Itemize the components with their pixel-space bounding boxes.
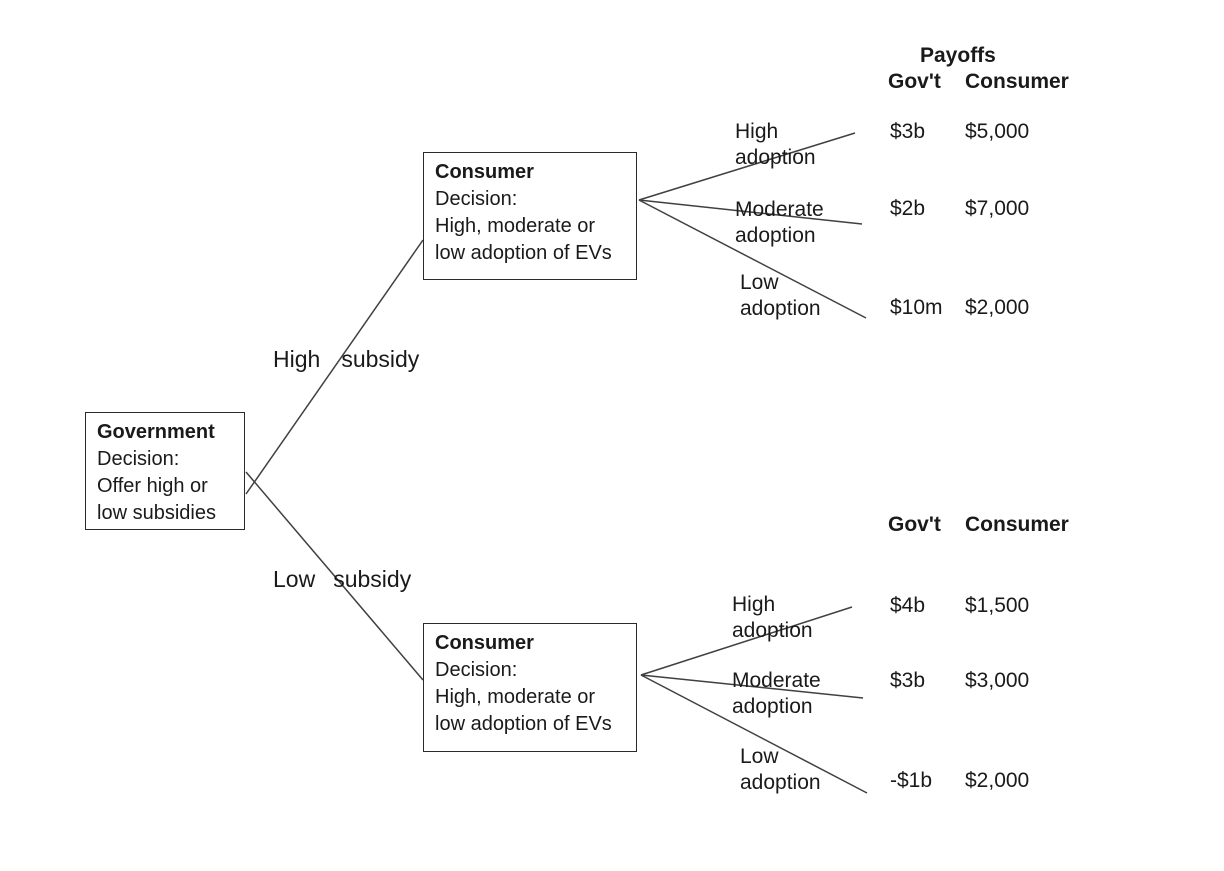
government-node-line: low subsidies: [97, 502, 216, 524]
payoff-consumer-top-3: $2,000: [965, 296, 1030, 319]
government-node-title: Government: [97, 421, 215, 443]
low-subsidy-word2: subsidy: [333, 566, 412, 592]
consumer-node-line: Decision:: [435, 659, 518, 681]
govt-column-header-bottom: Gov't: [888, 513, 941, 536]
government-node-line: Decision:: [97, 448, 180, 470]
consumer-node-line: Decision:: [435, 188, 518, 210]
top-high-adoption-label: High adoption: [735, 119, 816, 171]
payoff-govt-top-2: $2b: [890, 197, 926, 220]
edge-low-subsidy: [245, 471, 424, 681]
consumer-node-title: Consumer: [435, 161, 534, 183]
edge-high-subsidy: [245, 239, 424, 495]
payoff-consumer-top-1: $5,000: [965, 120, 1030, 143]
branch-label-line: adoption: [740, 297, 821, 320]
high-subsidy-word2: subsidy: [341, 346, 420, 372]
payoff-consumer-bottom-2: $3,000: [965, 669, 1030, 692]
payoffs-title: Payoffs: [920, 44, 996, 67]
payoff-govt-top-3: $10m: [890, 296, 943, 319]
high-subsidy-branch-label: High subsidy: [273, 346, 419, 373]
edge-top-high-adoption: [638, 132, 856, 201]
low-subsidy-branch-label: Low subsidy: [273, 566, 411, 593]
bottom-low-adoption-label: Low adoption: [740, 744, 821, 796]
branch-label-line: adoption: [740, 771, 821, 794]
consumer-node-line: High, moderate or: [435, 686, 596, 708]
low-subsidy-word1: Low: [273, 566, 316, 592]
branch-label-line: adoption: [732, 619, 813, 642]
edge-bottom-moderate-adoption: [640, 674, 864, 699]
branch-label-line: adoption: [735, 224, 816, 247]
payoff-consumer-bottom-3: $2,000: [965, 769, 1030, 792]
consumer-node-line: High, moderate or: [435, 215, 596, 237]
branch-label-line: Low: [740, 271, 779, 294]
branch-label-line: adoption: [732, 695, 813, 718]
consumer-node-title: Consumer: [435, 632, 534, 654]
consumer-node-low-subsidy: Consumer Decision: High, moderate or low…: [423, 623, 637, 752]
edge-bottom-high-adoption: [640, 606, 853, 676]
consumer-column-header-top: Consumer: [965, 70, 1069, 93]
govt-column-header-top: Gov't: [888, 70, 941, 93]
consumer-column-header-bottom: Consumer: [965, 513, 1069, 536]
branch-label-line: High: [732, 593, 776, 616]
payoff-govt-bottom-1: $4b: [890, 594, 926, 617]
branch-label-line: Moderate: [735, 198, 824, 221]
consumer-node-line: low adoption of EVs: [435, 713, 612, 735]
government-node-line: Offer high or: [97, 475, 208, 497]
branch-label-line: High: [735, 120, 779, 143]
payoff-govt-bottom-2: $3b: [890, 669, 926, 692]
branch-label-line: Low: [740, 745, 779, 768]
payoff-govt-bottom-3: -$1b: [890, 769, 933, 792]
edge-top-moderate-adoption: [638, 199, 863, 225]
edge-top-low-adoption: [638, 199, 867, 319]
high-subsidy-word1: High: [273, 346, 321, 372]
bottom-moderate-adoption-label: Moderate adoption: [732, 668, 821, 720]
government-node: Government Decision: Offer high or low s…: [85, 412, 245, 530]
bottom-high-adoption-label: High adoption: [732, 592, 813, 644]
payoff-consumer-bottom-1: $1,500: [965, 594, 1030, 617]
consumer-node-line: low adoption of EVs: [435, 242, 612, 264]
branch-label-line: adoption: [735, 146, 816, 169]
payoff-govt-top-1: $3b: [890, 120, 926, 143]
payoff-consumer-top-2: $7,000: [965, 197, 1030, 220]
consumer-node-high-subsidy: Consumer Decision: High, moderate or low…: [423, 152, 637, 280]
edge-bottom-low-adoption: [640, 674, 868, 794]
branch-label-line: Moderate: [732, 669, 821, 692]
top-low-adoption-label: Low adoption: [740, 270, 821, 322]
top-moderate-adoption-label: Moderate adoption: [735, 197, 824, 249]
